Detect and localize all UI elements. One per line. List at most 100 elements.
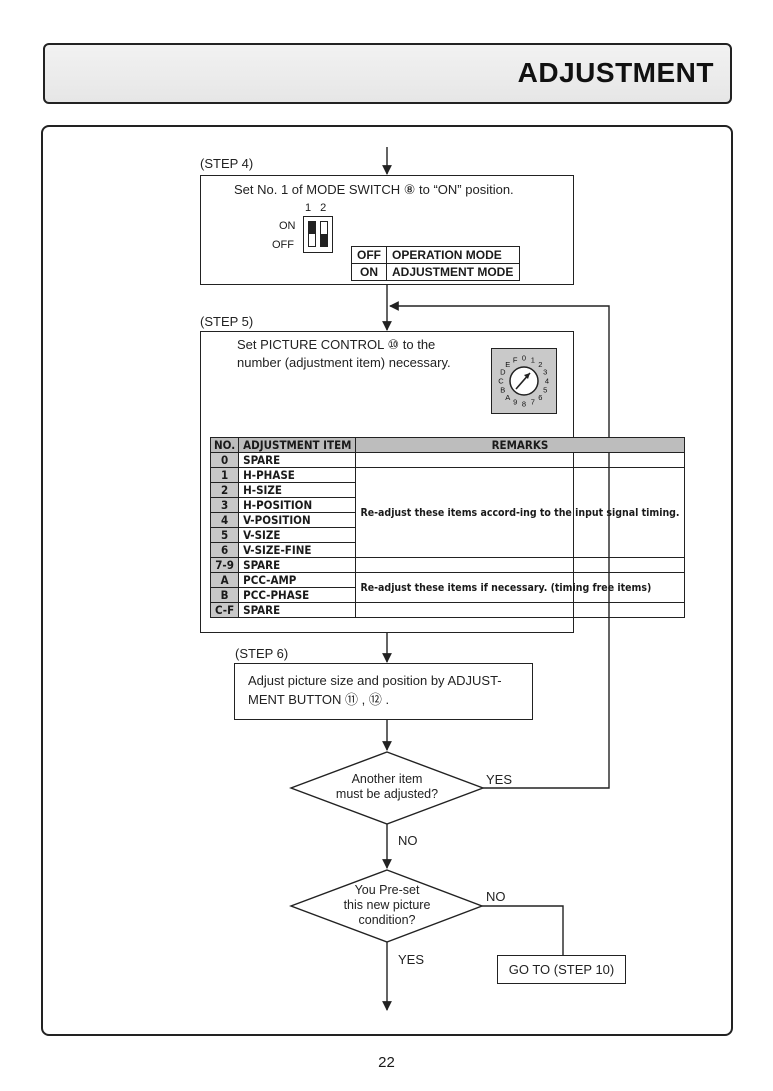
remark-empty: [355, 452, 685, 468]
row-no: 6: [209, 542, 240, 558]
table-header-row: NO. ADJUSTMENT ITEM REMARKS: [209, 437, 685, 453]
row-no: 4: [209, 512, 240, 528]
col-header-item: ADJUSTMENT ITEM: [238, 437, 357, 453]
decision1-line1: Another item: [351, 772, 423, 786]
step5-instruction-line1: Set PICTURE CONTROL ⑩ to the: [237, 337, 436, 352]
mode-name: ADJUSTMENT MODE: [386, 263, 520, 281]
dial-label: 2: [538, 360, 542, 369]
remark-timing-free: Re-adjust these items if necessary. (tim…: [355, 572, 685, 603]
table-row: 1 H-PHASE Re-adjust these items accord-i…: [209, 467, 685, 558]
page-number: 22: [378, 1054, 395, 1071]
dial-label: D: [500, 368, 506, 377]
table-row: 4 V-POSITION: [209, 512, 685, 528]
decision2-line2: this new picture: [343, 898, 431, 912]
header-bar: ADJUSTMENT: [43, 43, 732, 104]
table-row: A PCC-AMP Re-adjust these items if neces…: [209, 572, 685, 603]
row-no: 5: [209, 527, 240, 543]
dial-label: 5: [543, 385, 547, 394]
step4-label: (STEP 4): [200, 156, 254, 171]
step5-box: Set PICTURE CONTROL ⑩ to the number (adj…: [200, 331, 685, 633]
row-item: H-SIZE: [238, 482, 357, 498]
dial-label: 3: [543, 368, 547, 377]
mode-state: OFF: [351, 246, 387, 264]
no-to-goto-line: [482, 905, 564, 955]
row-item: H-PHASE: [238, 467, 357, 483]
table-row: 7-9 SPARE: [209, 557, 685, 573]
switch-on-label: ON: [279, 220, 296, 232]
table-row: B PCC-PHASE: [209, 587, 685, 603]
step6-instruction-line1: Adjust picture size and position by ADJU…: [248, 673, 502, 688]
page-title: ADJUSTMENT: [517, 57, 714, 88]
switch-numbers: 1 2: [305, 202, 330, 214]
dial-label: 9: [513, 398, 517, 407]
decision1-yes-label: YES: [486, 772, 513, 787]
dial-label: 0: [522, 354, 526, 363]
table-row: C-F SPARE: [209, 602, 685, 618]
mode-table: OFF OPERATION MODE ON ADJUSTMENT MODE: [351, 246, 520, 281]
col-header-remarks: REMARKS: [355, 437, 685, 453]
col-header-no: NO.: [209, 437, 240, 453]
dial-label: F: [513, 355, 518, 364]
row-item: V-SIZE-FINE: [238, 542, 357, 558]
mode-row: OFF OPERATION MODE: [351, 246, 520, 264]
row-item: V-SIZE: [238, 527, 357, 543]
row-no: A: [209, 572, 240, 588]
row-item: H-POSITION: [238, 497, 357, 513]
row-no: 1: [209, 467, 240, 483]
row-item: PCC-AMP: [238, 572, 357, 588]
row-item: SPARE: [238, 557, 357, 573]
step5-instruction-line2: number (adjustment item) necessary.: [237, 355, 451, 370]
switch-off-label: OFF: [272, 239, 294, 251]
decision1-line2: must be adjusted?: [335, 787, 439, 801]
flowchart-frame: [41, 125, 733, 1036]
decision2-line1: You Pre-set: [354, 883, 420, 897]
adjustment-table: NO. ADJUSTMENT ITEM REMARKS 0 SPARE 1 H-…: [209, 437, 685, 618]
goto-step10-label: GO TO (STEP 10): [508, 962, 615, 977]
dial-label: 1: [531, 355, 535, 364]
step4-instruction: Set No. 1 of MODE SWITCH ⑧ to “ON” posit…: [234, 182, 514, 197]
table-row: 2 H-SIZE: [209, 482, 685, 498]
decision2-line3: condition?: [358, 913, 416, 927]
remark-timing: Re-adjust these items accord-ing to the …: [355, 467, 685, 558]
mode-state: ON: [351, 263, 387, 281]
decision1-text: Another item must be adjusted?: [307, 772, 467, 802]
decision1-no-label: NO: [398, 833, 418, 848]
mode-row: ON ADJUSTMENT MODE: [351, 263, 520, 281]
dial-label: 8: [522, 400, 526, 409]
dial-label: B: [500, 385, 505, 394]
row-no: 0: [209, 452, 240, 468]
mode-name: OPERATION MODE: [386, 246, 520, 264]
row-no: 3: [209, 497, 240, 513]
table-row: 6 V-SIZE-FINE: [209, 542, 685, 558]
dial-label: E: [505, 360, 510, 369]
goto-step10-box: GO TO (STEP 10): [497, 955, 626, 984]
row-no: 7-9: [209, 557, 240, 573]
table-row: 3 H-POSITION: [209, 497, 685, 513]
dial-label: 4: [545, 377, 549, 386]
step4-box: Set No. 1 of MODE SWITCH ⑧ to “ON” posit…: [200, 175, 574, 285]
remark-empty: [355, 602, 685, 618]
row-no: B: [209, 587, 240, 603]
row-item: V-POSITION: [238, 512, 357, 528]
dial-label: 6: [538, 393, 542, 402]
step6-box: Adjust picture size and position by ADJU…: [234, 663, 533, 720]
step6-label: (STEP 6): [235, 646, 289, 661]
decision2-text: You Pre-set this new picture condition?: [307, 883, 467, 928]
row-item: SPARE: [238, 452, 357, 468]
dial-label: A: [505, 393, 510, 402]
row-item: SPARE: [238, 602, 357, 618]
decision2-no-label: NO: [486, 889, 506, 904]
decision2-yes-label: YES: [398, 952, 425, 967]
row-no: C-F: [209, 602, 240, 618]
row-item: PCC-PHASE: [238, 587, 357, 603]
row-no: 2: [209, 482, 240, 498]
step6-instruction-line2: MENT BUTTON ⑪ , ⑫ .: [248, 692, 390, 707]
mode-switch-icon: [303, 216, 333, 253]
remark-empty: [355, 557, 685, 573]
step5-label: (STEP 5): [200, 314, 254, 329]
dial-label: 7: [531, 398, 535, 407]
table-row: 0 SPARE: [209, 452, 685, 468]
dial-label: C: [498, 377, 504, 386]
